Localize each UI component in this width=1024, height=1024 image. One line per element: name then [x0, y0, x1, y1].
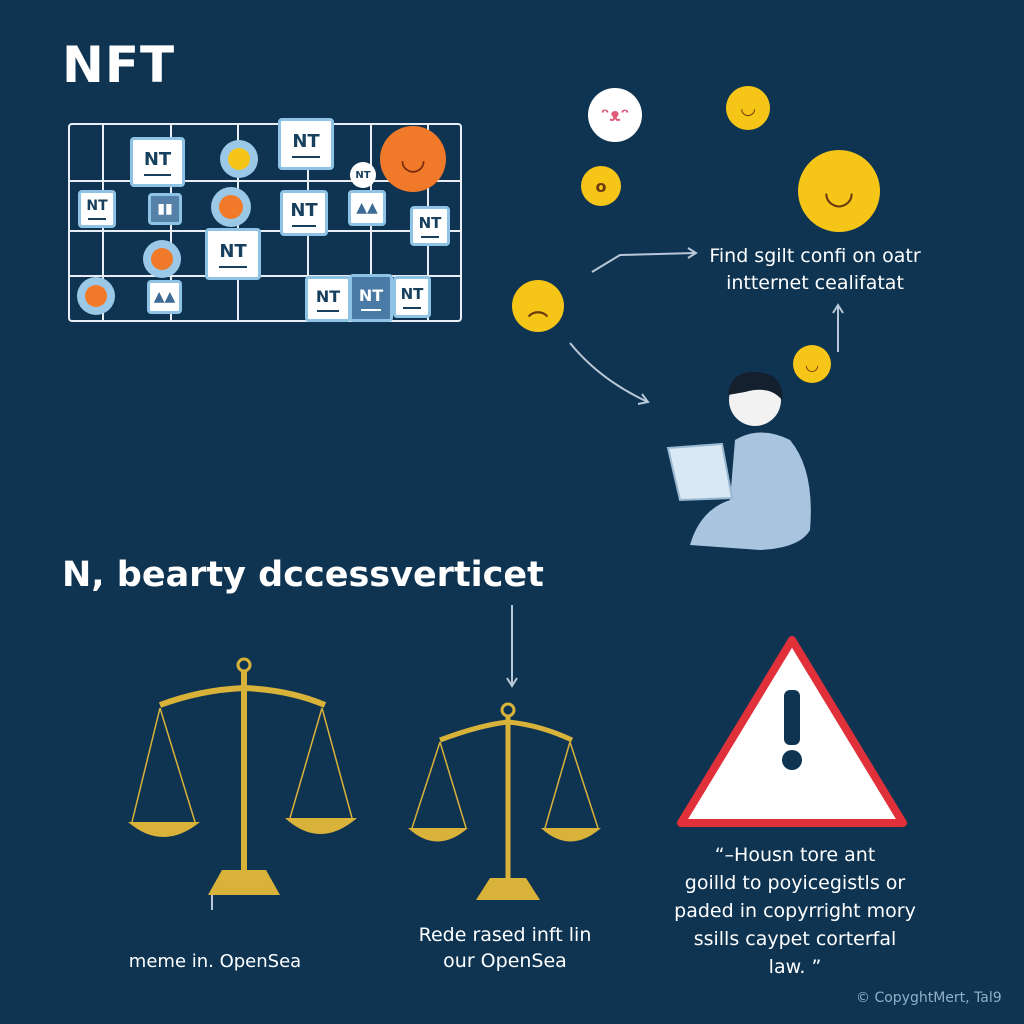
nft-tile: NT	[393, 276, 431, 318]
cat-emoji-icon: ᵔᴥᵔ	[588, 88, 642, 142]
scale-right	[411, 702, 599, 885]
warning-quote-line: goilld to poyicegistls or	[684, 872, 906, 894]
nft-tile: NT	[410, 206, 450, 246]
nft-tile: NT	[130, 137, 185, 187]
warning-quote-line: paded in copyrright mory	[674, 900, 916, 922]
arrow-line	[569, 342, 649, 403]
warning-triangle-icon	[677, 636, 907, 827]
nft-badge: NT	[350, 162, 376, 188]
smiley-icon: ◡	[380, 126, 446, 192]
scale-right-caption: Rede rased inft lin	[418, 924, 592, 946]
caption-line: Find sgilt confi on oatr	[709, 245, 921, 267]
smiley-icon: ◡	[798, 150, 880, 232]
image-icon: ▲▲	[147, 280, 182, 314]
emoji-icon	[77, 277, 115, 315]
page-title: NFT	[62, 36, 176, 94]
caption-line: intternet cealifatat	[726, 272, 904, 294]
person-illustration	[666, 371, 811, 550]
warning-quote-line: ssills caypet corterfal	[693, 928, 897, 950]
section-heading: N, bearty dccessverticet	[62, 555, 544, 595]
chart-icon: ▮▮	[148, 193, 182, 225]
emoji-icon	[143, 240, 181, 278]
warning-quote-line: “–Housn tore ant	[714, 844, 876, 866]
nft-tile: NT	[280, 190, 328, 236]
image-icon: ▲▲	[348, 190, 386, 226]
nft-tile: NT	[278, 118, 334, 170]
warning-quote-line: law. ”	[768, 956, 822, 978]
nft-tile-selected: NT	[349, 274, 393, 322]
surprised-emoji-icon: o	[581, 166, 621, 206]
nft-tile: NT	[205, 228, 261, 280]
smiley-icon: ◡	[726, 86, 770, 130]
copyright-text: © CopyghtMert, Tal9	[856, 990, 1002, 1006]
nft-tile: NT	[78, 190, 116, 228]
scale-left	[131, 657, 353, 880]
scale-left-caption: meme in. OpenSea	[128, 951, 302, 972]
emoji-icon	[220, 140, 258, 178]
scale-right-caption: our OpenSea	[443, 950, 567, 972]
emoji-icon	[211, 187, 251, 227]
arrow-line	[591, 252, 696, 273]
sad-emoji-icon: ︵	[512, 280, 564, 332]
smiley-icon: ◡	[793, 345, 831, 383]
